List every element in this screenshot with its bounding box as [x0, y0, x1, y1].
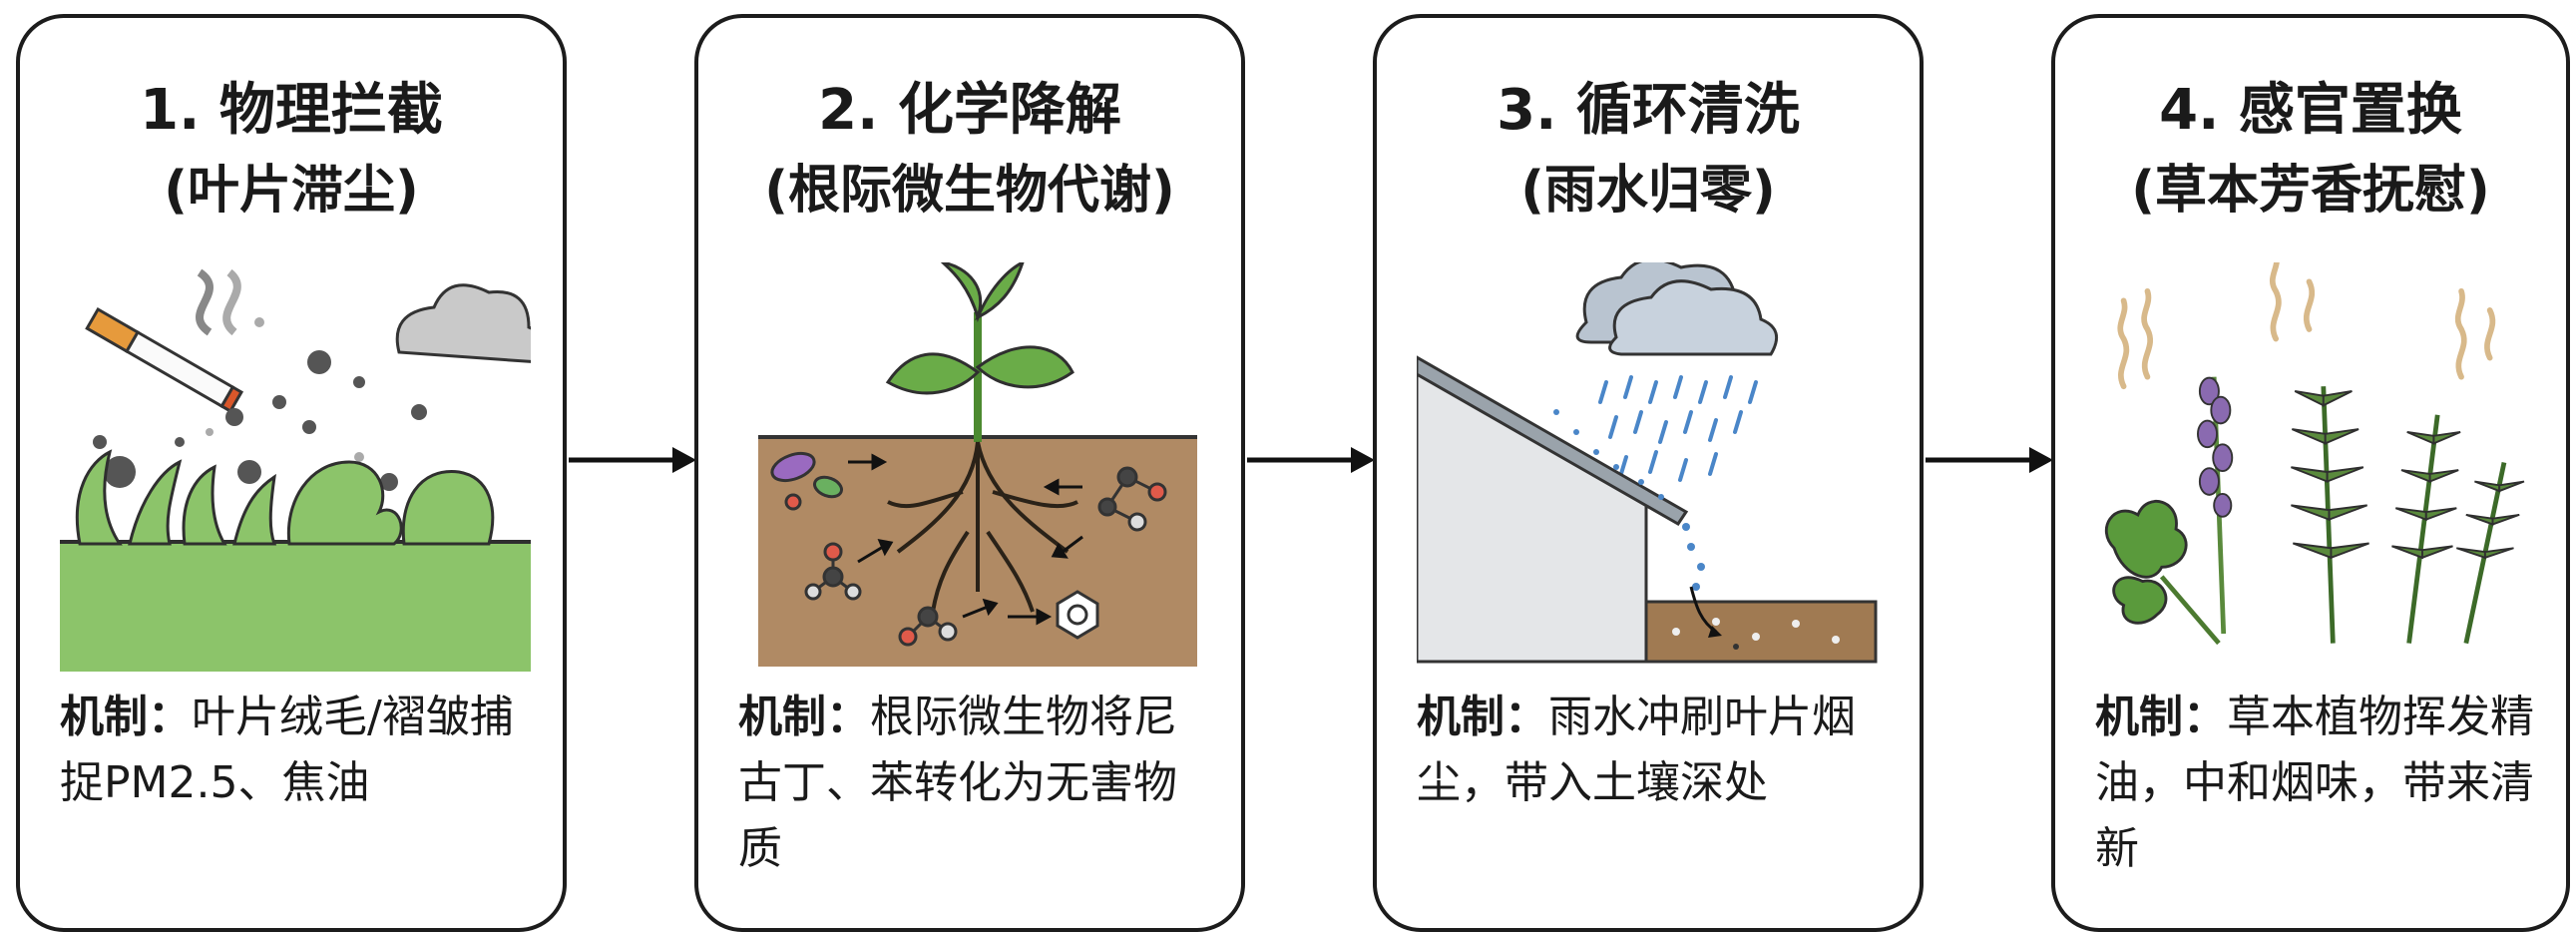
arrow-icons	[848, 453, 1083, 626]
mechanism-text: 机制：雨水冲刷叶片烟尘，带入土壤深处	[1417, 685, 1896, 816]
rain-cloud-icon	[1575, 262, 1779, 356]
step-card-3: 3. 循环清洗 (雨水归零)	[1373, 14, 1924, 932]
mechanism-text: 机制：根际微生物将尼古丁、苯转化为无害物质	[738, 685, 1217, 882]
step-card-2: 2. 化学降解 (根际微生物代谢)	[694, 14, 1245, 932]
cigarette-icon	[85, 268, 244, 414]
soil-icon	[1644, 586, 1878, 664]
molecule-icons	[804, 466, 1167, 647]
roots-microbes-illustration	[758, 262, 1197, 667]
mechanism-text: 机制：叶片绒毛/褶皱捕捉PM2.5、焦油	[60, 685, 539, 816]
rosemary-icon	[2291, 386, 2525, 645]
water-flow	[1553, 409, 1705, 591]
step-title: 3. 循环清洗	[1497, 78, 1800, 143]
mechanism-body: 草本植物挥发精油，中和烟味，带来清新	[2095, 692, 2534, 874]
step-subtitle: (雨水归零)	[1520, 161, 1776, 221]
mechanism-body: 根际微生物将尼古丁、苯转化为无害物质	[738, 692, 1177, 874]
sprout-icon	[885, 262, 1074, 442]
step-subtitle: (根际微生物代谢)	[764, 161, 1175, 221]
mechanism-body: 雨水冲刷叶片烟尘，带入土壤深处	[1417, 692, 1856, 808]
aroma-steam-icons	[2117, 262, 2496, 390]
herbs-aroma-illustration	[2104, 262, 2525, 646]
roots-icon	[887, 441, 1078, 613]
arrow-right-icon	[1247, 447, 1375, 473]
step-subtitle: (叶片滞尘)	[164, 161, 419, 221]
mechanism-text: 机制：草本植物挥发精油，中和烟味，带来清新	[2095, 685, 2554, 882]
rain-wash-illustration	[1417, 262, 1878, 664]
mechanism-label: 机制：	[738, 692, 870, 742]
step-title: 1. 物理拦截	[140, 78, 443, 143]
step-card-4: 4. 感官置换 (草本芳香抚慰)	[2051, 14, 2570, 932]
arrow-right-icon	[1926, 447, 2053, 473]
mechanism-label: 机制：	[1417, 692, 1548, 742]
smog-cloud-icon	[395, 283, 531, 363]
step-title: 4. 感官置换	[2159, 78, 2462, 143]
leaves-particles-illustration	[60, 268, 531, 672]
step-card-1: 1. 物理拦截 (叶片滞尘)	[16, 14, 567, 932]
grass-leaves-icon	[60, 449, 531, 672]
microbe-icons	[770, 451, 844, 511]
arrow-right-icon	[569, 447, 696, 473]
mechanism-body: 叶片绒毛/褶皱捕捉PM2.5、焦油	[60, 692, 514, 808]
parsley-icon	[2104, 499, 2221, 646]
mechanism-label: 机制：	[60, 692, 192, 742]
step-subtitle: (草本芳香抚慰)	[2131, 161, 2490, 221]
step-title: 2. 化学降解	[818, 78, 1121, 143]
lavender-icon	[2197, 376, 2234, 635]
rain-drops	[1598, 375, 1758, 482]
mechanism-label: 机制：	[2095, 692, 2227, 742]
